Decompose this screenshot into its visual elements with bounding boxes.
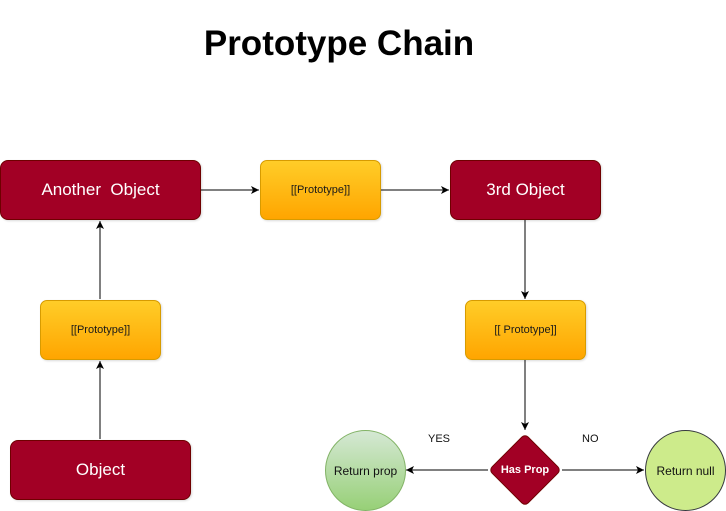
prototype-right-node: [[ Prototype]] <box>465 300 586 360</box>
has-prop-label: Has Prop <box>500 464 550 476</box>
return-null-node: Return null <box>645 430 726 511</box>
third-object-node: 3rd Object <box>450 160 601 220</box>
return-prop-node: Return prop <box>325 430 406 511</box>
diagram-title: Prototype Chain <box>203 24 475 63</box>
prototype-left-node: [[Prototype]] <box>40 300 161 360</box>
edge-label-no: NO <box>582 433 599 445</box>
another-object-node: Another Object <box>0 160 201 220</box>
object-node: Object <box>10 440 191 500</box>
edge-label-yes: YES <box>428 433 451 445</box>
prototype-top-node: [[Prototype]] <box>260 160 381 220</box>
has-prop-decision-node: Has Prop <box>488 433 562 507</box>
